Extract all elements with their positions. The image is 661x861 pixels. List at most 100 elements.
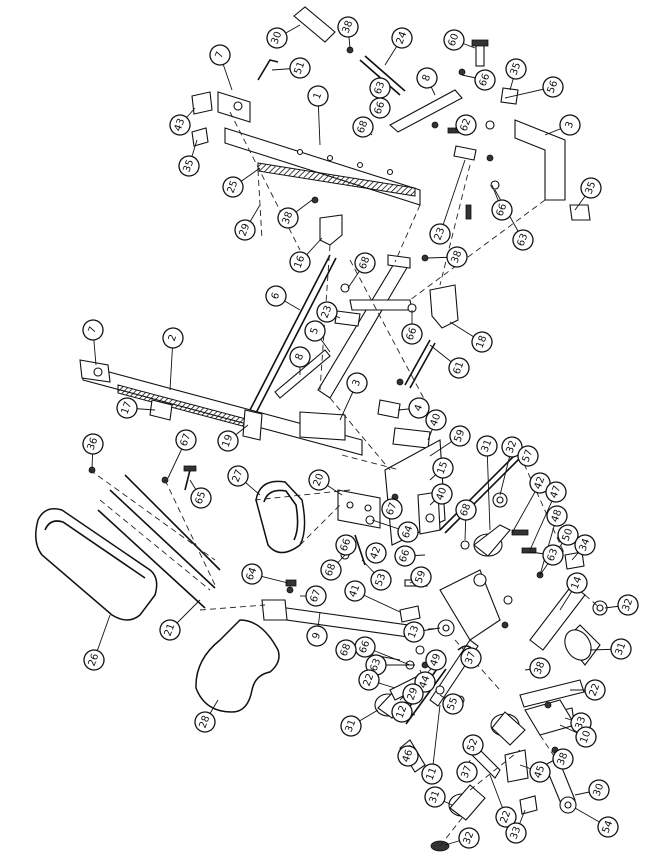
part-callout-c30b: 30 [588, 779, 610, 801]
callout-circle [304, 320, 326, 342]
part-callout-c67b: 67 [381, 498, 403, 520]
part-callout-c29b: 29 [402, 683, 424, 705]
callout-number: 28 [198, 714, 213, 730]
callout-circle [335, 534, 357, 556]
callout-number: 65 [194, 490, 209, 506]
callout-circle [227, 465, 249, 487]
callout-circle [320, 559, 342, 581]
plate-40-upper [392, 427, 431, 449]
callout-circle [448, 357, 470, 379]
part-callout-c12: 12 [391, 701, 413, 723]
part-callout-c3a: 3 [559, 114, 581, 136]
callout-number: 35 [509, 61, 524, 77]
callout-number: 50 [561, 527, 576, 543]
callout-number: 59 [414, 569, 429, 585]
callout-circle [584, 679, 606, 701]
callout-number: 32 [505, 439, 520, 455]
part-callout-c45: 45 [529, 761, 551, 783]
callout-number: 38 [533, 660, 548, 676]
callout-circle [381, 498, 403, 520]
leg-pad-28 [195, 619, 280, 713]
callout-number: 35 [584, 180, 599, 196]
callout-number: 36 [86, 436, 101, 452]
part-callout-c68d: 68 [320, 559, 342, 581]
callout-number: 67 [309, 588, 324, 604]
part-callout-c51: 51 [289, 57, 311, 79]
end-bracket-7-lower [79, 359, 111, 383]
bolt-61 [404, 339, 436, 389]
callout-circle [397, 745, 419, 767]
part-callout-c31a: 31 [476, 435, 498, 457]
callout-number: 29 [406, 686, 421, 702]
part-callout-c66c: 66 [491, 199, 513, 221]
part-callout-c67c: 67 [305, 585, 327, 607]
part-callout-c13: 13 [403, 621, 425, 643]
lower-small-fasteners [405, 529, 559, 754]
part-callout-c66e: 66 [335, 534, 357, 556]
callout-number: 5 [309, 326, 322, 336]
callout-number: 68 [358, 255, 373, 271]
callout-number: 25 [226, 179, 241, 195]
part-callout-c9: 9 [306, 625, 328, 647]
part-callout-c64a: 64 [397, 521, 419, 543]
part-callout-c40b: 40 [431, 483, 453, 505]
callout-circle [416, 67, 438, 89]
seat-pad-27 [255, 480, 306, 554]
callout-number: 31 [428, 789, 443, 805]
part-callout-c68a: 68 [352, 116, 374, 138]
callout-circle [289, 346, 311, 368]
callout-number: 66 [495, 202, 510, 218]
callout-number: 63 [546, 547, 561, 563]
seat-bar-21 [97, 474, 221, 609]
callout-circle [424, 786, 446, 808]
roller-31-middle [490, 711, 526, 746]
callout-circle [346, 372, 368, 394]
part-callout-c52: 52 [462, 734, 484, 756]
callout-number: 59 [453, 428, 468, 444]
part-callout-c8a: 8 [416, 67, 438, 89]
pin-51 [257, 59, 279, 81]
callout-number: 16 [293, 254, 308, 270]
callout-circle [289, 251, 311, 273]
callout-circle [542, 544, 564, 566]
callout-number: 35 [182, 158, 197, 174]
part-callout-c37a: 37 [460, 647, 482, 669]
part-callout-c68c: 68 [455, 499, 477, 521]
callout-circle [505, 822, 527, 844]
part-callout-c32c: 32 [458, 827, 480, 849]
part-callout-c59a: 59 [449, 425, 471, 447]
plate-41 [399, 605, 421, 623]
callout-circle [408, 397, 430, 419]
part-callout-c32b: 32 [617, 594, 639, 616]
callout-number: 55 [446, 696, 461, 712]
part-callout-c3b: 3 [346, 372, 368, 394]
callout-number: 68 [459, 502, 474, 518]
callout-number: 62 [459, 117, 474, 133]
part-callout-c7a: 7 [209, 44, 231, 66]
callout-circle [354, 636, 376, 658]
callout-number: 54 [601, 819, 616, 835]
cap-35-right [569, 204, 591, 221]
callout-circle [83, 649, 105, 671]
callout-circle [217, 430, 239, 452]
part-callout-c68b: 68 [354, 252, 376, 274]
part-callout-c47: 47 [545, 481, 567, 503]
callout-circle [546, 505, 568, 527]
collar-32-upper-right [492, 492, 508, 508]
callout-number: 67 [179, 432, 194, 448]
callout-number: 24 [395, 30, 410, 46]
callout-circle [222, 176, 244, 198]
callout-number: 63 [373, 80, 388, 96]
roller-31-right [564, 624, 601, 666]
callout-circle [474, 69, 496, 91]
callout-number: 38 [341, 19, 356, 35]
part-callout-c31c: 31 [340, 715, 362, 737]
callout-circle [460, 647, 482, 669]
callout-circle [266, 27, 288, 49]
part-callout-c22b: 22 [584, 679, 606, 701]
part-callout-c29a: 29 [234, 219, 256, 241]
part-callout-c17: 17 [116, 397, 138, 419]
callout-number: 23 [320, 304, 335, 320]
part-callout-c23b: 23 [316, 301, 338, 323]
part-callout-c63a: 63 [369, 77, 391, 99]
